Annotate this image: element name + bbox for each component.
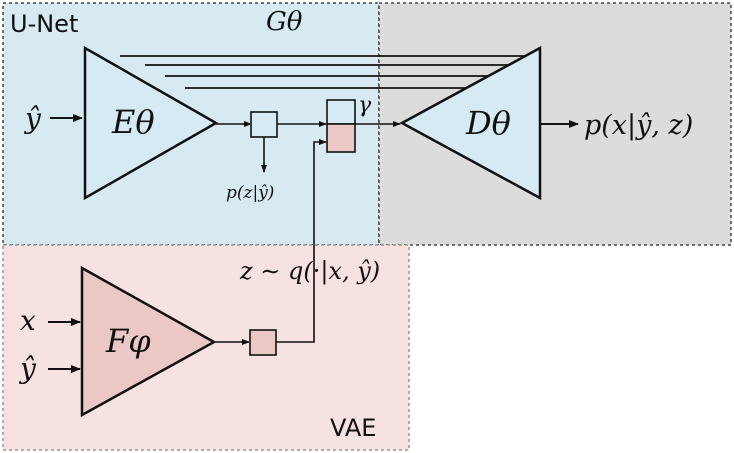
- latent-box: [249, 329, 277, 356]
- unet-label: U-Net: [10, 10, 78, 38]
- posterior-net-triangle: [80, 265, 217, 418]
- output-label: p(x|ŷ, z): [584, 110, 693, 141]
- prior-box: [250, 111, 278, 138]
- input-yhat-top: ŷ: [23, 102, 42, 135]
- prior-label: p(z|ŷ): [226, 183, 274, 203]
- encoder-label: Eθ: [111, 103, 155, 141]
- input-yhat-bottom: ŷ: [18, 352, 37, 385]
- latent-path: [276, 139, 327, 343]
- concat-top-block: [326, 99, 356, 125]
- posterior-net-label: Fφ: [105, 322, 151, 360]
- concat-bottom-block: [326, 123, 356, 153]
- vae-label: VAE: [330, 414, 376, 442]
- gamma-label: γ: [358, 93, 372, 118]
- gtheta-label: Gθ: [266, 7, 303, 37]
- encoder-triangle: [83, 45, 219, 201]
- decoder-label: Dθ: [465, 104, 511, 142]
- input-x: x: [20, 304, 36, 337]
- posterior-label: z ∼ q(·|x, ŷ): [239, 257, 380, 286]
